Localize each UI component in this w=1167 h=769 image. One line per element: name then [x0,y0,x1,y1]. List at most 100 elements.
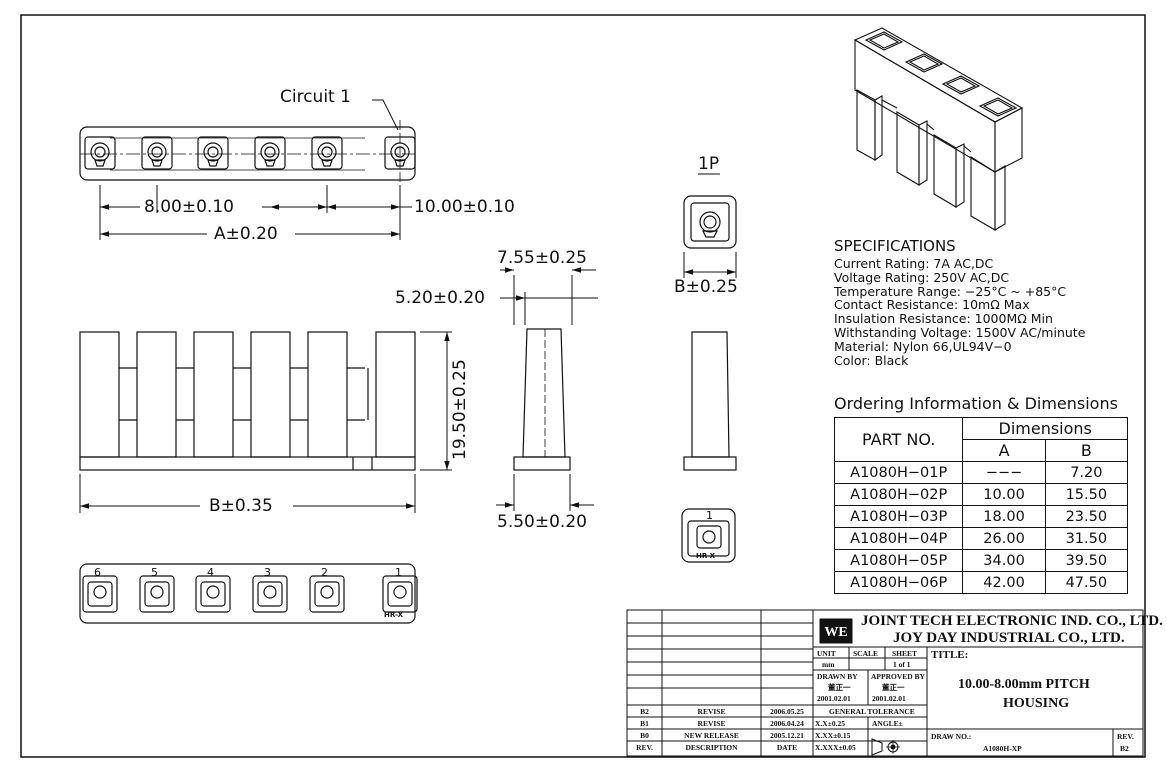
a-cell: 26.00 [962,527,1046,550]
pitch-dimension: 8.00±0.10 [144,197,234,217]
pin-number: 5 [151,566,158,579]
front-view [79,456,416,471]
part-cell: A1080H−05P [833,549,964,572]
draw-no-label: DRAW NO.: [931,732,972,741]
width-755-dimension: 7.55±0.25 [497,248,587,268]
top-view-cell [311,136,343,170]
revision-date: 2006.05.25 [770,707,804,716]
a-cell: 34.00 [962,549,1046,572]
pin-number: 6 [94,566,101,579]
approved-by-label: APPROVED BY [871,672,925,681]
revision-code: B0 [640,731,649,740]
sheet-border [20,14,1146,758]
company-name-2: JOY DAY INDUSTRIAL CO., LTD. [893,630,1125,646]
top-view-cell [141,136,173,170]
pin-number: 1 [395,566,402,579]
front-view-post [136,331,194,458]
spec-line: Temperature Range: −25°C ~ +85°C [834,283,1067,299]
table-header-row: A B [835,439,1129,462]
pin-number: 4 [207,566,214,579]
side-view [513,328,571,471]
a-cell: 42.00 [962,571,1046,594]
front-view-post [193,331,251,458]
tolerance-2: X.XX±0.15 [815,731,851,740]
single-bottom-view [681,508,736,563]
company-name-1: JOINT TECH ELECTRONIC IND. CO., LTD. [861,613,1163,629]
front-view-post [307,331,365,458]
bottom-view-cell [139,575,175,613]
tolerance-label: GENERAL TOLERANCE [829,707,915,716]
revision-code: B2 [640,707,649,716]
draw-no-value: A1080H-XP [983,744,1022,753]
part-cell: A1080H−06P [833,571,964,594]
sheet-label: SHEET [892,649,918,658]
description-header: DESCRIPTION [685,743,738,752]
bottom-view-cell [82,575,118,613]
side-dims [496,267,598,511]
rev-label: REV. [1117,732,1134,741]
approved-by-name: 董正一 [882,683,905,692]
rev-value: B2 [1120,744,1129,753]
b-cell: 31.50 [1044,527,1129,550]
pin-number: 2 [321,566,328,579]
dimensions-header: Dimensions [962,417,1128,440]
width-550-dimension: 5.50±0.20 [497,512,587,532]
revision-header: REV. [636,743,653,752]
isometric-view [853,27,1024,231]
single-hr-x-mark: HR-X [696,552,715,560]
hr-x-mark: HR-X [384,611,403,619]
tolerance-3: X.XXX±0.05 [815,743,856,752]
b-cell: 39.50 [1044,549,1129,572]
single-pin-label: 1P [698,154,720,174]
ordering-heading: Ordering Information & Dimensions [834,394,1118,413]
table-row: A1080H−01P−−−7.20 [833,461,1129,484]
approved-date: 2001.02.01 [872,694,906,703]
revision-code: B1 [640,719,649,728]
b-dimension: B±0.35 [209,496,273,516]
top-dims [99,99,412,240]
single-top-dims [683,252,737,278]
tolerance-1: X.X±0.25 [815,719,845,728]
title-label: TITLE: [931,649,969,661]
b-cell: 47.50 [1044,571,1129,594]
front-dims [79,331,452,513]
ordering-table: PART NO. Dimensions A B A1080H−01P−−−7.2… [833,417,1129,594]
drawing-title-line2: HOUSING [1003,696,1070,711]
spec-line: Material: Nylon 66,UL94V−0 [834,338,1012,354]
col-b-header: B [1044,439,1129,462]
top-view-cell [197,136,229,170]
b-cell: 15.50 [1044,483,1129,506]
bottom-view-cell [309,575,345,613]
b-cell: 7.20 [1044,461,1129,484]
width-520-dimension: 5.20±0.20 [395,288,485,308]
a-cell: 10.00 [962,483,1046,506]
spec-line: Insulation Resistance: 1000MΩ Min [834,311,1053,327]
specifications-list: Current Rating: 7A AC,DC Voltage Rating:… [834,257,1085,367]
b-cell: 23.50 [1044,505,1129,528]
revision-date: 2006.04.24 [770,719,804,728]
circuit-1-label: Circuit 1 [280,87,351,107]
date-header: DATE [776,743,798,752]
generated-views [79,120,418,613]
part-no-header: PART NO. [833,417,964,462]
part-cell: A1080H−04P [833,527,964,550]
bottom-view-cell [195,575,231,613]
single-front-view [683,331,737,471]
top-view-cell [84,136,116,170]
bottom-view [79,563,416,624]
part-cell: A1080H−01P [833,461,964,484]
drawn-by-name: 董正一 [828,683,851,692]
front-view-post [375,331,416,458]
end-pitch-dimension: 10.00±0.10 [414,197,515,217]
drawn-date: 2001.02.01 [817,694,851,703]
drawing-title-line1: 10.00-8.00mm PITCH [958,677,1090,692]
front-view-post [79,331,137,458]
table-header-row: PART NO. Dimensions [833,417,1128,462]
top-view-cell [254,136,286,170]
scale-label: SCALE [853,649,879,658]
revision-date: 2005.12.21 [770,731,804,740]
top-view [79,126,416,181]
